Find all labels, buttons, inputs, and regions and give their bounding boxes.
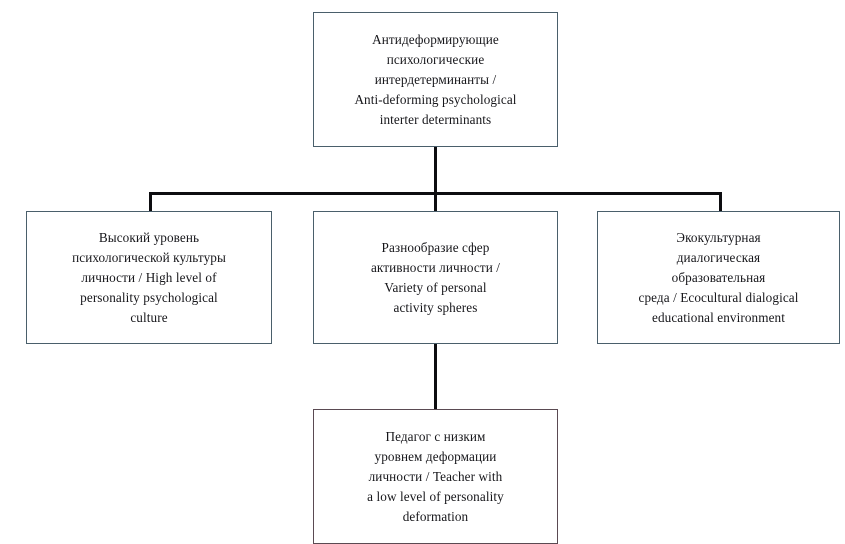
connector-drop-middle	[434, 192, 438, 212]
node-variety-of-activity-spheres: Разнообразие сфер активности личности / …	[313, 211, 558, 344]
node-high-level-psychological-culture-label: Высокий уровень психологической культуры…	[72, 229, 226, 325]
connector-drop-right	[719, 192, 723, 212]
connector-middle-to-bottom	[434, 344, 438, 410]
node-high-level-psychological-culture: Высокий уровень психологической культуры…	[26, 211, 272, 344]
node-anti-deforming-determinants-label: Антидеформирующие психологические интерд…	[354, 31, 517, 127]
node-teacher-low-deformation-label: Педагог с низким уровнем деформации личн…	[367, 428, 504, 524]
node-teacher-low-deformation: Педагог с низким уровнем деформации личн…	[313, 409, 558, 544]
node-anti-deforming-determinants: Антидеформирующие психологические интерд…	[313, 12, 558, 147]
node-variety-of-activity-spheres-label: Разнообразие сфер активности личности / …	[370, 239, 501, 315]
connector-root-stem	[434, 147, 438, 195]
node-ecocultural-dialogical-environment: Экокультурная диалогическая образователь…	[597, 211, 840, 344]
node-ecocultural-dialogical-environment-label: Экокультурная диалогическая образователь…	[638, 229, 799, 325]
connector-drop-left	[149, 192, 153, 212]
